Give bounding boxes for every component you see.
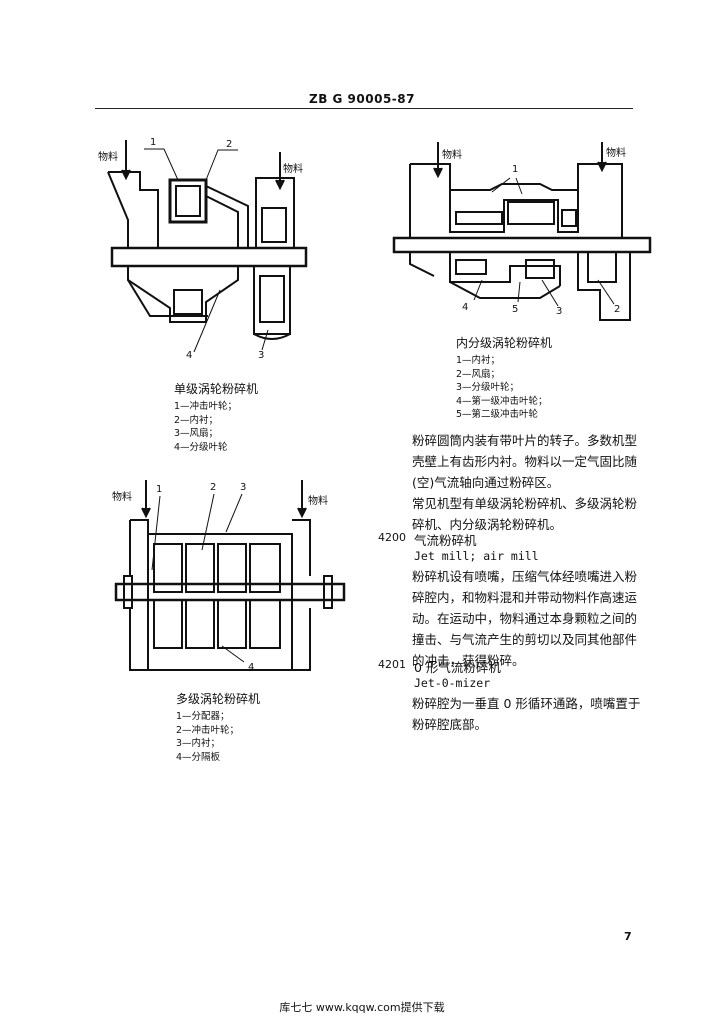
- paragraph-1: 粉碎圆筒内装有带叶片的转子。多数机型壳壁上有齿形内衬。物料以一定气固比随(空)气…: [412, 433, 638, 490]
- figure-title: 单级涡轮粉碎机: [174, 382, 259, 396]
- callout-1: 1: [150, 137, 156, 148]
- entry-english-4200: Jet mill; air mill: [414, 549, 539, 563]
- callout-3: 3: [240, 482, 246, 493]
- material-label: 物料: [308, 494, 328, 507]
- entry-body-4201: 粉碎腔为一垂直 0 形循环通路，喷嘴置于粉碎腔底部。: [412, 696, 641, 732]
- entry-body-4200: 粉碎机设有喷嘴，压缩气体经喷嘴进入粉碎腔内，和物料混和并带动物料作高速运动。在运…: [412, 569, 638, 668]
- legend-item: 4—分隔板: [176, 751, 221, 763]
- legend-item: 2—风扇；: [456, 368, 501, 380]
- material-label: 物料: [112, 490, 132, 503]
- legend-item: 2—内衬；: [174, 414, 219, 426]
- entry-title-4201: 0 形气流粉碎机: [414, 660, 501, 675]
- material-label: 物料: [442, 148, 462, 161]
- callout-5: 5: [512, 304, 518, 315]
- legend-item: 3—风扇；: [174, 428, 219, 439]
- legend-item: 3—内衬；: [176, 738, 221, 749]
- material-label: 物料: [606, 146, 626, 159]
- legend-item: 1—冲击叶轮；: [174, 401, 238, 412]
- legend-item: 4—第一级冲击叶轮；: [456, 395, 548, 407]
- callout-1: 1: [156, 484, 162, 495]
- legend-item: 4—分级叶轮: [174, 441, 228, 453]
- material-label: 物料: [98, 150, 118, 163]
- inner-classifying-mill-caption: 内分级涡轮粉碎机 1—内衬； 2—风扇； 3—分级叶轮； 4—第一级冲击叶轮； …: [456, 334, 552, 422]
- callout-3: 3: [258, 350, 264, 361]
- callout-2: 2: [210, 482, 216, 493]
- multi-stage-mill-caption: 多级涡轮粉碎机 1—分配器； 2—冲击叶轮； 3—内衬； 4—分隔板: [176, 690, 260, 764]
- entry-english-4201: Jet-0-mizer: [414, 676, 491, 690]
- callout-4: 4: [186, 350, 192, 361]
- legend-item: 1—分配器；: [176, 711, 230, 722]
- page-number: 7: [624, 930, 632, 943]
- header-rule: [95, 108, 633, 109]
- legend-item: 1—内衬；: [456, 355, 501, 366]
- figure-title: 多级涡轮粉碎机: [176, 692, 261, 706]
- single-stage-mill-caption: 单级涡轮粉碎机 1—冲击叶轮； 2—内衬； 3—风扇； 4—分级叶轮: [174, 380, 258, 454]
- document-header: ZB G 90005-87: [309, 92, 415, 106]
- legend-item: 2—冲击叶轮；: [176, 724, 240, 736]
- inner-classifying-mill-diagram: 物料 物料 1 4 5 3 2: [392, 142, 652, 321]
- callout-4: 4: [248, 662, 254, 673]
- entry-number-4201: 4201: [378, 658, 406, 671]
- material-label: 物料: [283, 162, 303, 175]
- single-stage-mill-diagram: 物料 物料 1 2 4 3: [98, 137, 308, 361]
- entry-title-4200: 气流粉碎机: [414, 533, 477, 548]
- legend-item: 5—第二级冲击叶轮: [456, 409, 539, 420]
- figure-title: 内分级涡轮粉碎机: [456, 336, 553, 350]
- callout-3: 3: [556, 306, 562, 317]
- legend-item: 3—分级叶轮；: [456, 382, 520, 393]
- callout-2: 2: [614, 304, 620, 315]
- multi-stage-mill-diagram: 物料 物料 1 2 3 4: [112, 480, 346, 673]
- callout-2: 2: [226, 139, 232, 150]
- callout-1: 1: [512, 164, 518, 175]
- footer-watermark: 库七七 www.kqqw.com提供下载: [279, 1001, 445, 1014]
- entry-number-4200: 4200: [378, 531, 406, 544]
- callout-4: 4: [462, 302, 468, 313]
- paragraph-2: 常见机型有单级涡轮粉碎机、多级涡轮粉碎机、内分级涡轮粉碎机。: [412, 496, 638, 532]
